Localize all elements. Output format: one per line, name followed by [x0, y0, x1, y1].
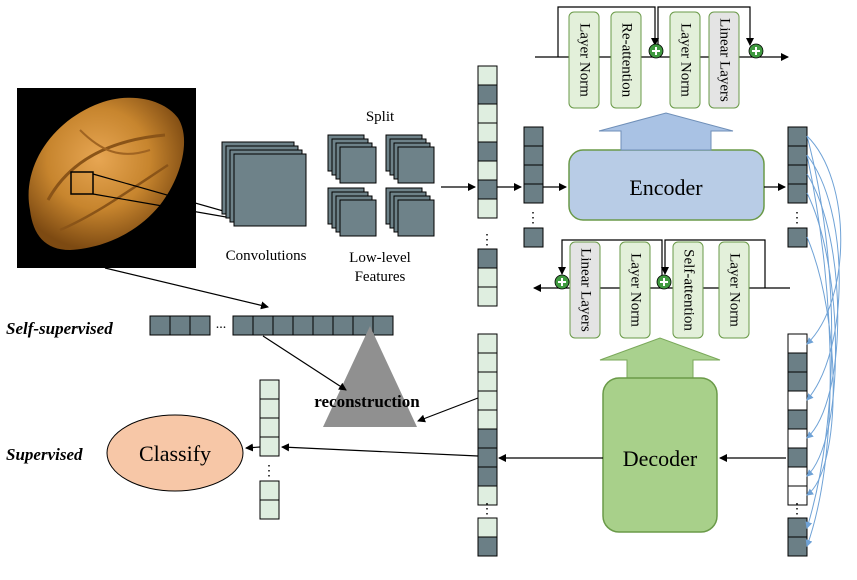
decoder-block-layer-3: Self-attention [681, 249, 697, 331]
decoder-block-layer-1: Linear Layers [578, 248, 594, 332]
classify-label: Classify [139, 441, 211, 466]
plus-circle-icon [656, 274, 672, 290]
plus-circle-icon [748, 43, 764, 59]
reconstruction-label: reconstruction [314, 392, 420, 411]
low-level-label-2: Features [355, 269, 406, 285]
encoder-block-layer-4: Linear Layers [717, 18, 733, 102]
token-column-encoder-output: ⋮ [787, 126, 808, 248]
plus-circle-icon [648, 43, 664, 59]
split-patches [327, 134, 435, 237]
classify-node: Classify [106, 414, 244, 492]
token-column-class: ⋮ [259, 379, 280, 520]
reconstruction-triangle [323, 326, 417, 427]
decoder-block: Linear Layers Layer Norm Self-attention … [533, 239, 790, 339]
encoder-box: Encoder [568, 149, 765, 221]
decoder-box: Decoder [602, 377, 718, 533]
token-column-embeddings: ⋮ [477, 65, 498, 307]
decoder-block-layer-4: Layer Norm [727, 253, 743, 327]
plus-circle-icon [554, 274, 570, 290]
skip-connections [805, 135, 842, 547]
encoder-block: Layer Norm Re-attention Layer Norm Linea… [535, 6, 789, 109]
masked-token-sequence: ... [149, 315, 394, 336]
convolution-maps [221, 141, 307, 227]
svg-text:⋮: ⋮ [262, 464, 276, 479]
decoder-up-arrow [599, 337, 721, 379]
svg-text:⋮: ⋮ [790, 211, 804, 226]
self-supervised-label: Self-supervised [6, 319, 113, 338]
encoder-block-layer-3: Layer Norm [678, 23, 694, 97]
pecan-nut-photo [28, 97, 185, 250]
convolutions-label: Convolutions [226, 248, 307, 264]
encoder-block-layer-1: Layer Norm [577, 23, 593, 97]
decoder-label: Decoder [623, 446, 698, 471]
encoder-label: Encoder [629, 175, 703, 200]
token-column-decoder-input: ⋮ [787, 333, 808, 557]
split-label: Split [366, 109, 395, 125]
svg-text:⋮: ⋮ [480, 502, 494, 517]
encoder-block-layer-2: Re-attention [619, 23, 635, 98]
input-image [17, 88, 196, 268]
encoder-up-arrow [598, 112, 734, 151]
svg-text:⋮: ⋮ [790, 502, 804, 517]
token-column-decoder-output: ⋮ [477, 333, 498, 557]
supervised-label: Supervised [6, 445, 83, 464]
zoom-box [70, 171, 94, 195]
svg-text:⋮: ⋮ [480, 233, 494, 248]
token-column-encoder-input: ⋮ [523, 126, 544, 248]
svg-text:...: ... [216, 317, 227, 332]
svg-text:⋮: ⋮ [526, 211, 540, 226]
low-level-label-1: Low-level [349, 250, 411, 266]
decoder-block-layer-2: Layer Norm [628, 253, 644, 327]
